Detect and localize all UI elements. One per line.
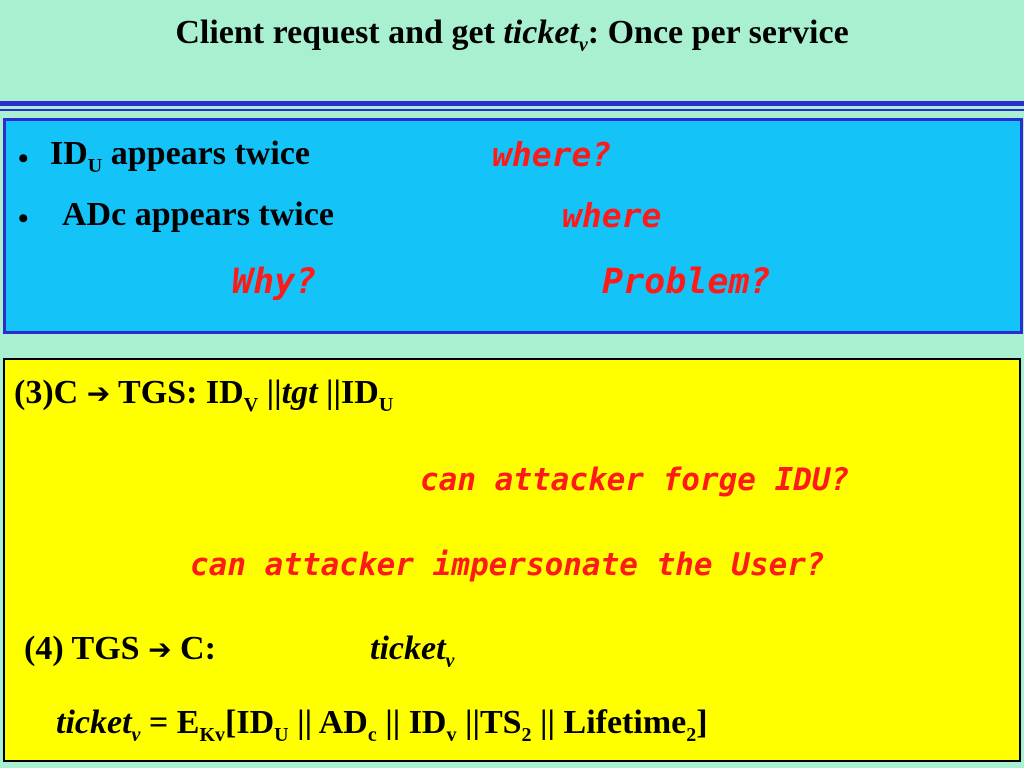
formula-open: [ID [225, 704, 275, 741]
step4-ticket: ticketv [370, 630, 454, 673]
question-forge-idu: can attacker forge IDU? [420, 462, 850, 498]
arrow-right-icon: ➔ [148, 633, 172, 666]
step4-middle: C: [171, 630, 216, 667]
step3-sub-u: U [378, 393, 394, 416]
title-ticket-word: ticket [503, 14, 579, 51]
step3-middle: TGS: ID [110, 374, 244, 411]
formula-close: ] [696, 704, 708, 741]
item1-text: appears twice [102, 135, 310, 172]
step3-prefix: (3)C [14, 374, 87, 411]
formula-k-sub: Kv [199, 723, 226, 746]
slide-title: Client request and get ticketv: Once per… [0, 14, 1024, 57]
title-divider-thin [0, 109, 1024, 111]
title-prefix: Client request and get [175, 14, 504, 51]
title-suffix: : Once per service [587, 14, 849, 51]
title-divider [0, 101, 1024, 106]
bullet-1: • [18, 142, 29, 175]
bullet-item-adc: ADc appears twice [62, 196, 334, 233]
formula-v-sub: v [446, 723, 457, 746]
step3-message: (3)C ➔ TGS: IDV ||tgt ||IDU [14, 374, 393, 417]
formula-life-sub: 2 [686, 723, 697, 746]
questions-box [3, 118, 1023, 334]
step4-prefix: (4) TGS [24, 630, 149, 667]
question-impersonate-user: can attacker impersonate the User? [190, 547, 825, 583]
formula-ts: ||TS [456, 704, 522, 741]
ticket-formula: ticketv = EKv[IDU || ADc || IDv ||TS2 ||… [56, 704, 708, 747]
step3-sep1: || [258, 374, 282, 411]
formula-ad: || AD [288, 704, 368, 741]
step3-sep2: ||ID [317, 374, 379, 411]
formula-u-sub: U [274, 723, 289, 746]
question-why: Why? [232, 262, 317, 302]
formula-eq: = E [140, 704, 200, 741]
step4-message: (4) TGS ➔ C: [24, 630, 216, 668]
step4-ticket-word: ticket [370, 630, 446, 667]
arrow-right-icon: ➔ [86, 377, 111, 410]
step3-sub-v: V [243, 393, 259, 416]
item1-id-sub: U [87, 154, 103, 177]
bullet-item-idu: IDU appears twice [50, 135, 310, 178]
step3-tgt: tgt [281, 374, 318, 411]
step4-ticket-sub: v [445, 649, 455, 672]
protocol-box [3, 358, 1021, 762]
question-problem: Problem? [602, 262, 771, 302]
question-where-2: where [562, 196, 662, 235]
question-where-1: where? [492, 135, 612, 174]
bullet-2: • [18, 202, 29, 235]
title-ticket-sub: v [578, 33, 588, 56]
formula-ts-sub: 2 [521, 723, 532, 746]
formula-life: || Lifetime [531, 704, 687, 741]
formula-ticket-sub: v [131, 723, 141, 746]
item1-id: ID [50, 135, 88, 172]
formula-c-sub: c [367, 723, 377, 746]
formula-ticket-word: ticket [56, 704, 132, 741]
formula-idv: || ID [376, 704, 447, 741]
